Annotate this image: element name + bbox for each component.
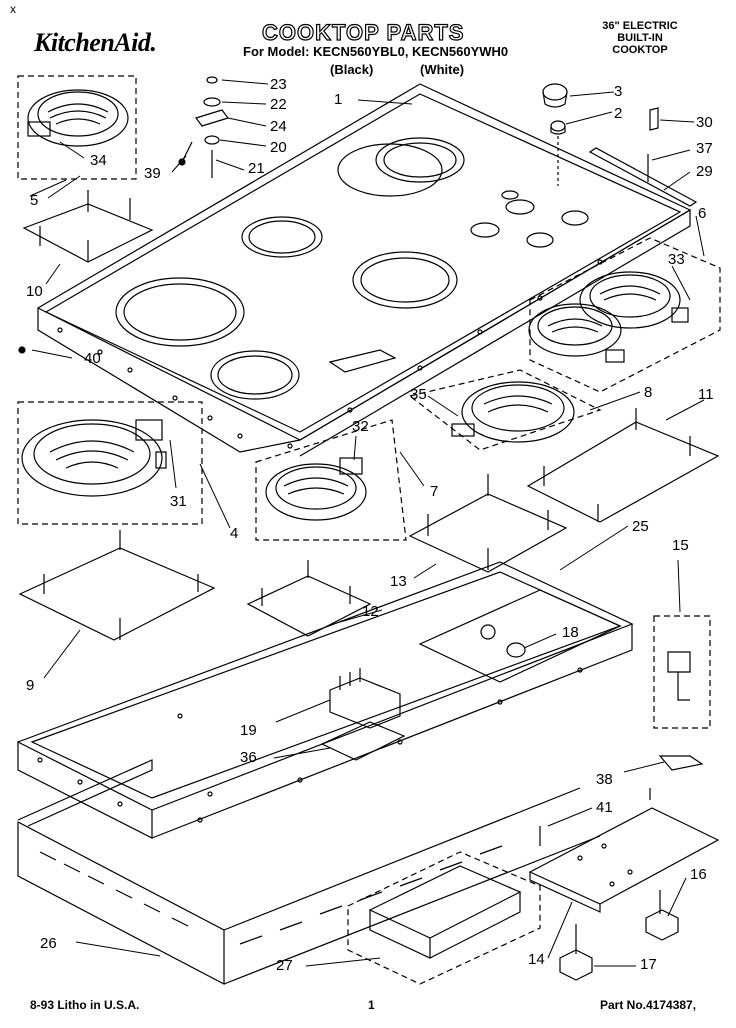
callout-10: 10 [26, 283, 43, 300]
callout-35: 35 [410, 386, 427, 403]
element-group-32-box [255, 419, 407, 541]
callout-18: 18 [562, 624, 579, 641]
callout-12: 12 [362, 603, 379, 620]
element-group-33-box [529, 237, 721, 393]
footer-page: 1 [368, 998, 375, 1012]
footer-litho: 8-93 Litho in U.S.A. [30, 998, 140, 1012]
screw-39 [178, 158, 186, 166]
callout-36: 36 [240, 749, 257, 766]
model-numbers: KECN560YBL0, KECN560YWH0 [313, 44, 509, 59]
callout-16: 16 [690, 866, 707, 883]
callout-6: 6 [698, 205, 707, 222]
model-line: For Model: KECN560YBL0, KECN560YWH0 [243, 44, 508, 59]
callout-20: 20 [270, 139, 287, 156]
callout-3: 3 [614, 83, 623, 100]
callout-31: 31 [170, 493, 187, 510]
callout-4: 4 [230, 525, 239, 542]
mounting-plate-10 [22, 190, 154, 263]
desc-line-3: COOKTOP [612, 44, 668, 56]
callout-7: 7 [430, 483, 439, 500]
callout-41: 41 [596, 799, 613, 816]
callout-30: 30 [696, 114, 713, 131]
element-33 [528, 271, 689, 363]
foot-17 [559, 924, 593, 981]
mounting-plate-11 [526, 408, 720, 523]
terminal-block-19 [329, 668, 401, 729]
screw-40 [18, 346, 26, 354]
callout-25: 25 [632, 518, 649, 535]
element-group-31-box [17, 401, 203, 525]
callout-19: 19 [240, 722, 257, 739]
element-34 [27, 89, 129, 147]
element-group-35-box [408, 369, 602, 451]
element-group-15-box [653, 615, 711, 729]
element-31 [21, 419, 167, 497]
callout-33: 33 [668, 251, 685, 268]
element-35 [451, 381, 575, 443]
control-plate-14 [528, 755, 720, 913]
element-32 [265, 457, 367, 521]
footer-part-no: Part No.4174387, [600, 998, 697, 1012]
knob-spring [550, 120, 566, 186]
cooktop-glass-top [36, 83, 692, 457]
callout-17: 17 [640, 956, 657, 973]
fastener-stack [181, 76, 229, 178]
mounting-plate-13 [408, 474, 568, 573]
desc-line-1: 36" ELECTRIC [602, 20, 678, 32]
page-title: COOKTOP PARTS [261, 19, 465, 45]
callout-37: 37 [696, 140, 713, 157]
callout-26: 26 [40, 935, 57, 952]
callout-11: 11 [698, 386, 714, 403]
bracket-36 [320, 721, 406, 761]
callout-8: 8 [644, 384, 653, 401]
callout-32: 32 [352, 418, 369, 435]
brand-logo: KitchenAid. [34, 28, 157, 57]
callout-21: 21 [248, 160, 265, 177]
callout-15: 15 [672, 537, 689, 554]
callout-29: 29 [696, 163, 713, 180]
mounting-plate-12 [246, 560, 372, 637]
callout-1: 1 [334, 91, 343, 108]
bracket-30 [649, 107, 659, 131]
foot-16 [645, 890, 679, 941]
color-white-label: (White) [420, 62, 465, 77]
corner-mark: x [10, 2, 16, 16]
product-description: 36" ELECTRIC BUILT-IN COOKTOP [585, 20, 695, 56]
color-black-label: (Black) [330, 62, 374, 77]
cooktop-pan-25 [16, 561, 634, 839]
callout-27: 27 [276, 957, 293, 974]
callout-34: 34 [90, 152, 107, 169]
callout-23: 23 [270, 76, 287, 93]
callout-24: 24 [270, 118, 287, 135]
callout-2: 2 [614, 105, 623, 122]
tray-27 [368, 865, 522, 959]
mounting-plate-9 [18, 530, 216, 641]
callout-40: 40 [84, 350, 101, 367]
outer-box-26 [17, 759, 601, 985]
callout-14: 14 [528, 951, 545, 968]
tray-27-box [347, 851, 541, 985]
element-group-34-box [17, 75, 137, 180]
control-knob [542, 83, 568, 108]
desc-line-2: BUILT-IN [617, 32, 663, 44]
callout-38: 38 [596, 771, 613, 788]
callout-13: 13 [390, 573, 407, 590]
callout-5: 5 [30, 192, 39, 209]
callout-39: 39 [144, 165, 161, 182]
callout-22: 22 [270, 96, 287, 113]
bracket-15 [667, 651, 691, 701]
callout-9: 9 [26, 677, 35, 694]
trim-29 [588, 147, 698, 207]
model-prefix: For Model: [243, 44, 310, 59]
